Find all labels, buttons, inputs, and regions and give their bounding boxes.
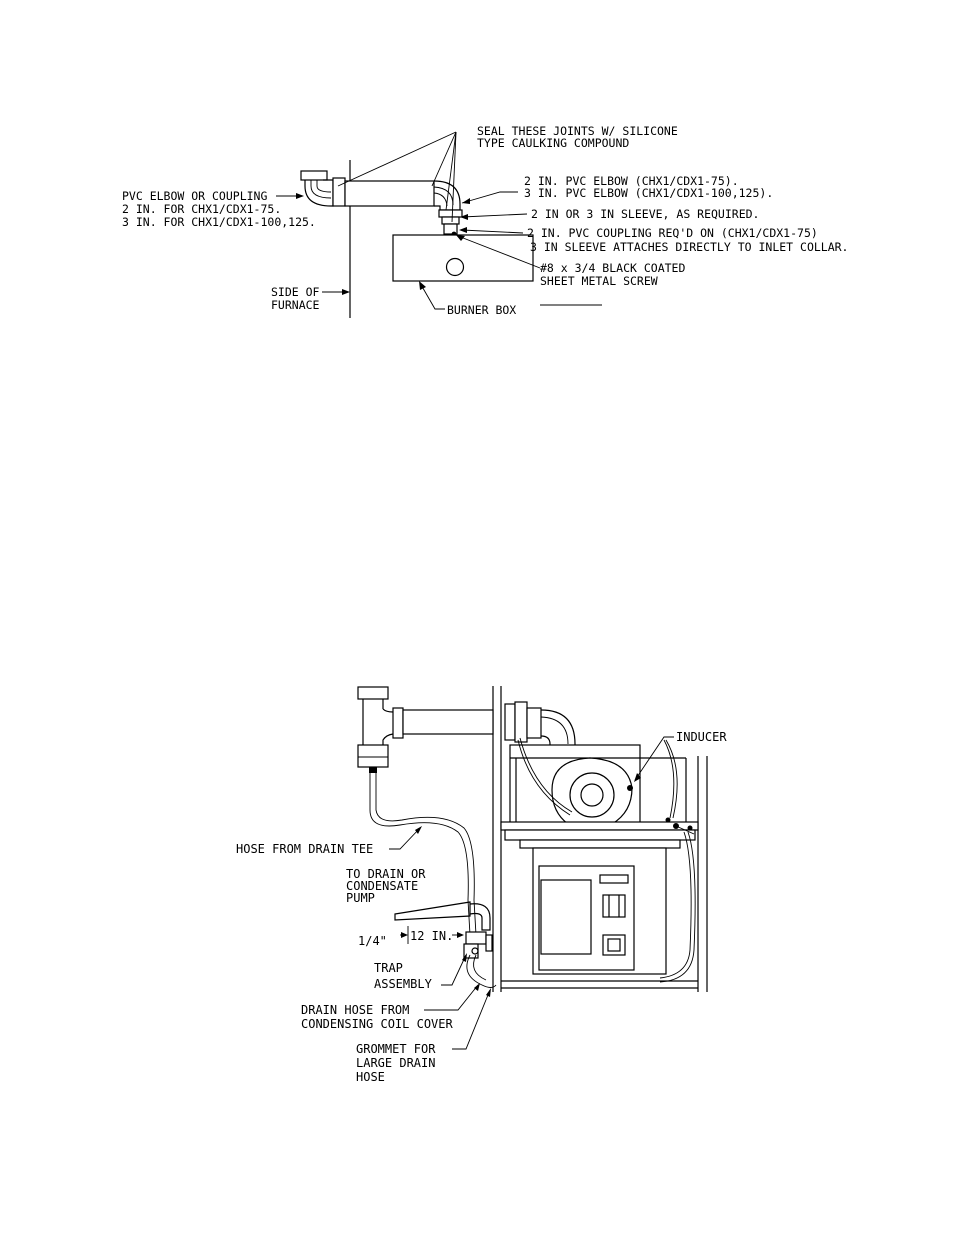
- quarter-inch-label: 1/4": [358, 934, 387, 948]
- to-drain-label-line3: PUMP: [346, 891, 375, 905]
- control-box: [532, 847, 667, 975]
- seal-label-line1: SEAL THESE JOINTS W/ SILICONE: [477, 124, 678, 138]
- pvc-label-line1: PVC ELBOW OR COUPLING: [122, 189, 267, 203]
- drain-hose-label-line2: CONDENSING COIL COVER: [301, 1017, 453, 1031]
- hose-from-drain-tee-label: HOSE FROM DRAIN TEE: [236, 842, 373, 856]
- vent-connection-diagram: SEAL THESE JOINTS W/ SILICONE TYPE CAULK…: [122, 124, 849, 318]
- inducer-housing: [509, 737, 687, 825]
- trap-assembly: [394, 901, 493, 959]
- side-label-line2: FURNACE: [271, 298, 320, 312]
- seal-leader-1: [337, 131, 457, 187]
- sleeve-label: 2 IN OR 3 IN SLEEVE, AS REQUIRED.: [531, 207, 759, 221]
- coupling-label-line1: 2 IN. PVC COUPLING REQ'D ON (CHX1/CDX1-7…: [527, 226, 818, 240]
- pvc-label-line3: 3 IN. FOR CHX1/CDX1-100,125.: [122, 215, 316, 229]
- twelve-inch-label: 12 IN.: [410, 929, 453, 943]
- seal-label-line2: TYPE CAULKING COMPOUND: [477, 136, 629, 150]
- pvc-label-line2: 2 IN. FOR CHX1/CDX1-75.: [122, 202, 281, 216]
- screw-label-line1: #8 x 3/4 BLACK COATED: [540, 261, 685, 275]
- seal-leader-3: [445, 131, 457, 211]
- grommet-label-line2: LARGE DRAIN: [356, 1056, 435, 1070]
- to-drain-label-line2: CONDENSATE: [346, 879, 418, 893]
- elbow-label-line1: 2 IN. PVC ELBOW (CHX1/CDX1-75).: [524, 174, 739, 188]
- burner-box-label: BURNER BOX: [447, 303, 516, 317]
- pvc-elbow-left: [300, 170, 346, 207]
- inducer-leader: [634, 736, 674, 781]
- condensate-drain-diagram: INDUCER HOSE FROM DRAIN TEE TO DRAIN OR …: [236, 686, 727, 1084]
- side-label-line1: SIDE OF: [271, 285, 320, 299]
- pvc-elbow-right: [433, 180, 463, 237]
- right-side-hose: [659, 831, 692, 979]
- screw-label-line2: SHEET METAL SCREW: [540, 274, 658, 288]
- drain-tee: [357, 686, 404, 773]
- trap-label-line2: ASSEMBLY: [374, 977, 433, 991]
- elbow-label-line2: 3 IN. PVC ELBOW (CHX1/CDX1-100,125).: [524, 186, 773, 200]
- elbow-leader: [461, 191, 518, 204]
- coil-drain-hose: [466, 954, 497, 988]
- to-drain-label-line1: TO DRAIN OR: [346, 867, 426, 881]
- drain-hose-label-line1: DRAIN HOSE FROM: [301, 1003, 409, 1017]
- grommet-label-line3: HOSE: [356, 1070, 385, 1084]
- burner-box: [392, 234, 534, 282]
- hose-from-drain-tee: [369, 773, 471, 936]
- vent-pipe-to-inducer: [402, 709, 494, 735]
- inducer-label: INDUCER: [676, 730, 727, 744]
- coupling-label-line2: 3 IN SLEEVE ATTACHES DIRECTLY TO INLET C…: [530, 240, 849, 254]
- grommet-label-line1: GROMMET FOR: [356, 1042, 436, 1056]
- horizontal-vent-pipe: [344, 180, 435, 207]
- inducer-mount-plate: [500, 821, 699, 849]
- trap-label-line1: TRAP: [374, 961, 403, 975]
- seal-leader-2: [431, 131, 457, 187]
- burner-box-port: [445, 257, 465, 277]
- seal-leader-4: [451, 131, 457, 223]
